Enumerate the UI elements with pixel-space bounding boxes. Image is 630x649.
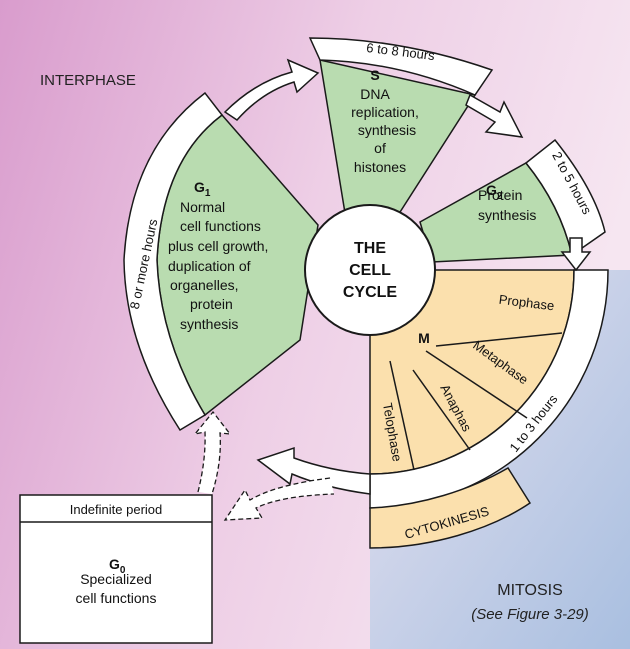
g2-phase-letter: G2 — [486, 182, 503, 202]
g1-duration-band — [123, 91, 224, 432]
telophase-divider — [389, 360, 415, 471]
prophase-divider — [435, 332, 563, 347]
g1-desc-line-2: cell functions — [180, 218, 261, 234]
m-phase-letter: M — [418, 330, 430, 346]
cytokinesis-band — [369, 466, 532, 549]
mitosis-label: MITOSIS — [497, 582, 563, 599]
g1-desc-line-5: organelles, — [170, 277, 239, 293]
s-to-g2-arrow — [465, 93, 524, 138]
prophase-label: Prophase — [498, 292, 555, 314]
g2-desc-line-1: Protein — [478, 187, 522, 203]
s-desc-line-4: of — [374, 140, 386, 156]
g0-desc-line-2: cell functions — [76, 590, 157, 606]
s-desc-line-2: replication, — [351, 104, 419, 120]
center-label-line-2: CELL — [349, 262, 391, 279]
s-desc-line-1: DNA — [360, 86, 390, 102]
g0-letter: G — [109, 556, 120, 572]
g1-desc-line-3: plus cell growth, — [168, 238, 268, 254]
m-to-g1-arrow — [256, 446, 371, 495]
g1-desc-line-6: protein — [190, 296, 233, 312]
g1-desc-line-1: Normal — [180, 199, 225, 215]
s-desc-line-5: histones — [354, 159, 406, 175]
g1-to-s-arrow — [223, 58, 320, 121]
g2-to-m-arrow — [560, 237, 592, 272]
mitosis-reference: (See Figure 3-29) — [471, 606, 589, 623]
g1-subscript: 1 — [205, 188, 211, 199]
center-label-line-3: CYCLE — [343, 284, 398, 301]
g1-desc-line-7: synthesis — [180, 316, 238, 332]
g2-duration-band — [524, 138, 606, 257]
g1-desc-line-4: duplication of — [168, 258, 251, 274]
metaphase-divider — [425, 350, 528, 419]
anaphase-divider — [412, 369, 471, 451]
g1-to-g0-dashed-arrow — [223, 477, 335, 521]
s-phase-letter: S — [370, 67, 379, 83]
g0-header: Indefinite period — [70, 502, 163, 517]
g2-desc-line-2: synthesis — [478, 207, 536, 223]
g1-letter: G — [194, 179, 205, 195]
s-duration-band — [308, 37, 494, 96]
interphase-label: INTERPHASE — [40, 72, 136, 89]
g2-letter: G — [486, 182, 497, 198]
center-label-line-1: THE — [354, 240, 386, 257]
s-desc-line-3: synthesis — [358, 122, 416, 138]
g0-box — [19, 494, 213, 644]
g0-desc-line-1: Specialized — [80, 571, 152, 587]
g1-phase-letter: G1 — [194, 179, 211, 199]
g0-subscript: 0 — [120, 565, 126, 576]
g0-to-g1-dashed-arrow — [193, 410, 232, 495]
g2-subscript: 2 — [497, 191, 503, 202]
g0-phase-letter: G0 — [109, 556, 126, 576]
center-circle — [304, 204, 436, 336]
